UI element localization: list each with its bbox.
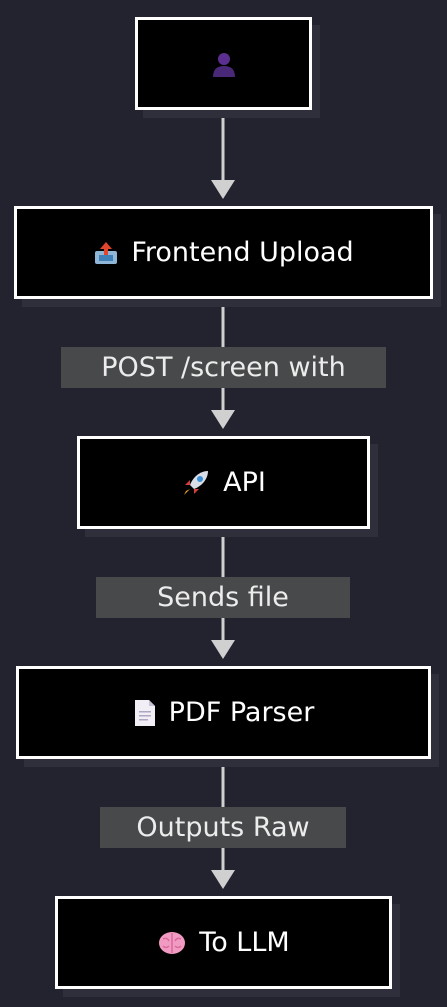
rocket-icon [181,468,211,498]
node-label: PDF Parser [168,697,315,728]
edge-label-text: POST /screen with [101,352,346,383]
node-to-llm: To LLM [55,896,392,989]
edge-arrowhead-parser-llm [211,870,235,889]
edge-label-parser-llm: Outputs Raw [100,807,346,848]
node-label: To LLM [199,927,290,958]
edge-label-text: Sends file [157,582,289,613]
node-api: API [77,436,370,529]
edge-arrowhead-api-parser [211,640,235,659]
inbox-tray-upload-icon [93,240,119,266]
edge-label-frontend-api: POST /screen with [61,347,386,388]
node-label: Frontend Upload [131,237,354,268]
brain-icon [157,930,187,956]
user-icon [210,50,238,78]
document-icon [133,699,157,727]
node-user [135,17,312,110]
edge-label-text: Outputs Raw [136,812,310,843]
edge-arrowhead-frontend-api [211,410,235,429]
node-pdf-parser: PDF Parser [16,666,431,759]
node-frontend-upload: Frontend Upload [14,206,433,299]
edge-arrowhead-user-frontend [211,180,235,199]
edge-label-api-parser: Sends file [96,577,350,618]
node-label: API [223,467,266,498]
